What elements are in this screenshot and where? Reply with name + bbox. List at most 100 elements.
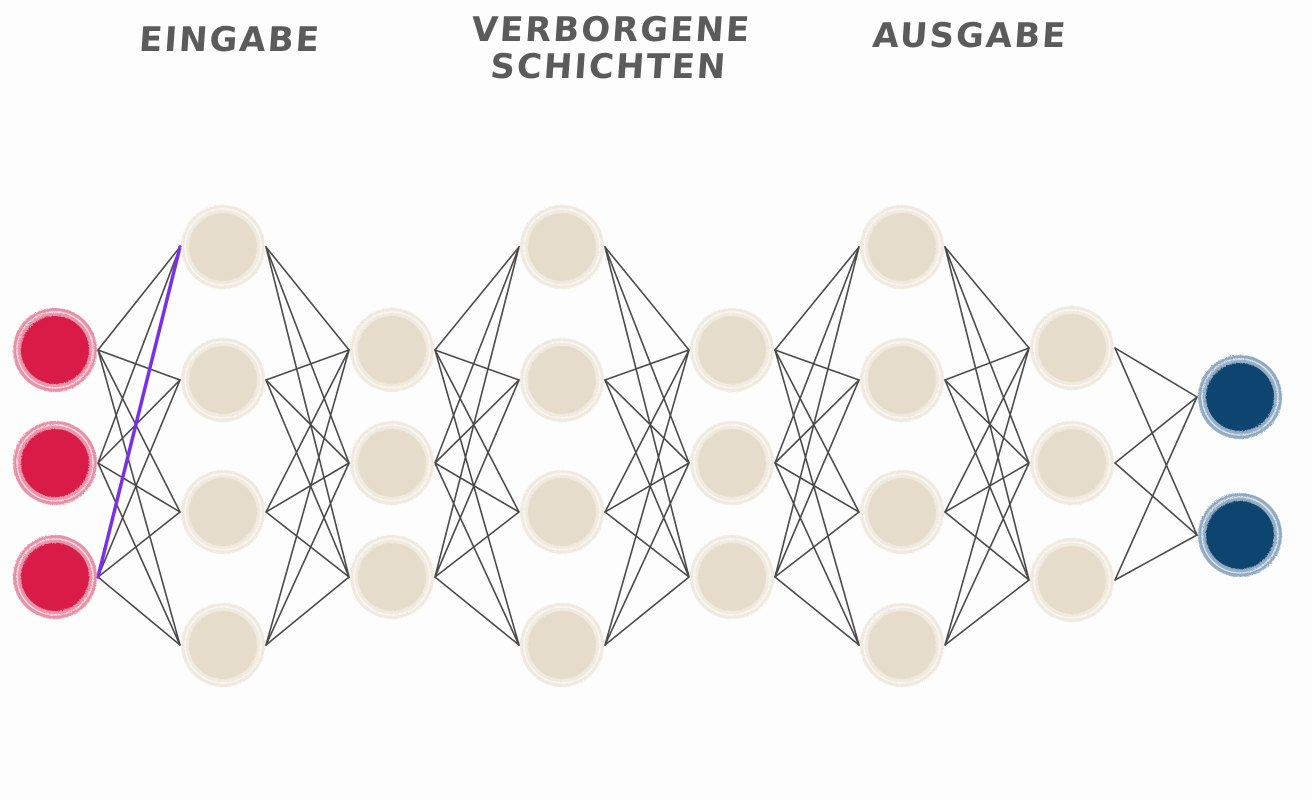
- hidden-node: [181, 603, 265, 687]
- connection-line: [434, 379, 520, 464]
- connection-line: [944, 246, 1030, 349]
- hidden-node: [181, 338, 265, 422]
- hidden-node: [690, 535, 774, 619]
- connection-line: [774, 511, 860, 578]
- connection-line: [774, 349, 860, 381]
- input-node: [13, 421, 97, 505]
- connection-line: [944, 379, 1030, 464]
- hidden-node: [520, 205, 604, 289]
- connection-line: [774, 379, 860, 464]
- connection-line: [774, 462, 860, 646]
- hidden-node: [350, 308, 434, 392]
- highlighted-connection: [96, 245, 182, 579]
- connection-line: [265, 246, 350, 464]
- connection-line: [944, 246, 1030, 581]
- hidden-node: [860, 470, 944, 554]
- connection-line: [265, 462, 350, 513]
- hidden-node: [1030, 538, 1114, 622]
- connection-line: [944, 579, 1030, 646]
- hidden-node: [1030, 306, 1114, 390]
- connection-line: [774, 349, 860, 513]
- connection-line: [604, 511, 690, 578]
- connection-line: [265, 349, 350, 513]
- hidden-node: [1030, 421, 1114, 505]
- nodes-group: [13, 205, 1282, 687]
- connection-line: [97, 511, 181, 578]
- connection-line: [434, 246, 520, 464]
- connection-line: [774, 246, 860, 464]
- connection-line: [265, 379, 350, 464]
- connection-line: [774, 246, 860, 578]
- hidden-node: [520, 603, 604, 687]
- connection-line: [265, 462, 350, 646]
- connection-line: [434, 511, 520, 578]
- highlighted-connection-group: [96, 245, 182, 579]
- connection-line: [944, 347, 1030, 646]
- connection-line: [434, 349, 520, 646]
- connection-line: [434, 349, 520, 513]
- connection-line: [944, 462, 1030, 646]
- connection-line: [265, 349, 350, 381]
- hidden-node: [690, 308, 774, 392]
- connection-line: [1114, 462, 1198, 536]
- connection-line: [604, 246, 690, 464]
- connection-line: [604, 379, 690, 464]
- connection-line: [434, 462, 520, 646]
- connection-line: [434, 246, 520, 578]
- connection-line: [97, 379, 181, 578]
- connection-line: [434, 379, 520, 578]
- connection-line: [97, 462, 181, 513]
- hidden-node: [690, 421, 774, 505]
- connection-line: [97, 349, 181, 381]
- connection-line: [774, 246, 860, 351]
- connection-line: [97, 349, 181, 646]
- connection-line: [434, 349, 520, 381]
- connection-line: [604, 462, 690, 513]
- connection-line: [265, 576, 350, 646]
- connection-line: [434, 576, 520, 646]
- hidden-node: [181, 205, 265, 289]
- connection-line: [1114, 396, 1198, 581]
- connection-line: [604, 246, 690, 351]
- connection-line: [434, 246, 520, 351]
- connection-line: [944, 462, 1030, 513]
- connection-line: [265, 379, 350, 578]
- hidden-node: [860, 338, 944, 422]
- connection-line: [944, 511, 1030, 581]
- hidden-node: [860, 603, 944, 687]
- connection-line: [97, 379, 181, 464]
- connection-line: [1114, 396, 1198, 464]
- output-node: [1198, 493, 1282, 577]
- connection-line: [604, 349, 690, 513]
- hidden-node: [860, 205, 944, 289]
- connection-line: [774, 462, 860, 513]
- hidden-node: [350, 535, 434, 619]
- connection-line: [944, 347, 1030, 381]
- connection-line: [265, 246, 350, 578]
- connection-line: [774, 576, 860, 646]
- connection-line: [97, 462, 181, 646]
- input-node: [13, 535, 97, 619]
- connection-line: [265, 349, 350, 646]
- connection-line: [1114, 347, 1198, 536]
- hidden-node: [520, 470, 604, 554]
- hidden-node: [520, 338, 604, 422]
- connection-line: [944, 347, 1030, 513]
- connection-line: [97, 246, 181, 351]
- connection-line: [434, 462, 520, 513]
- connections-group: [97, 246, 1198, 646]
- connection-line: [944, 246, 1030, 464]
- output-node: [1198, 355, 1282, 439]
- hidden-node: [181, 470, 265, 554]
- connection-line: [774, 349, 860, 646]
- connection-line: [604, 246, 690, 578]
- connection-line: [774, 379, 860, 578]
- connection-line: [604, 349, 690, 646]
- connection-line: [97, 349, 181, 513]
- connection-line: [1114, 534, 1198, 581]
- connection-line: [604, 379, 690, 578]
- connection-line: [265, 246, 350, 351]
- connection-line: [604, 349, 690, 381]
- connection-line: [604, 462, 690, 646]
